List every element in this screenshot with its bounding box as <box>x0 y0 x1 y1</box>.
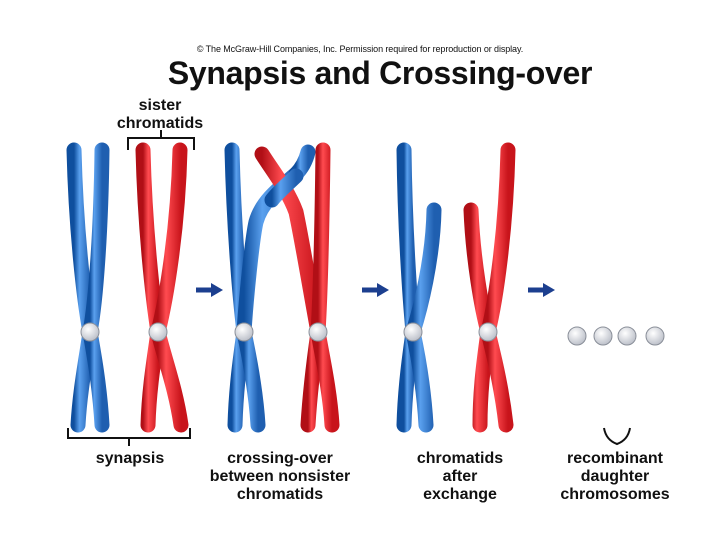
chromatid-blue-1b <box>82 142 110 433</box>
caption-recombinant-line3: chromosomes <box>560 486 670 503</box>
caption-after-line3: exchange <box>423 486 497 503</box>
caption-after-exchange: chromatids after exchange <box>390 450 530 504</box>
synapsis-bracket <box>67 428 191 446</box>
stage-recombinant <box>567 142 665 433</box>
centromere <box>403 322 423 342</box>
chromatid-red-1b <box>150 142 189 433</box>
arrow-right-icon <box>362 283 389 297</box>
daughter-chromosome-recombinant-1 <box>593 142 613 433</box>
red-chromosome-1 <box>135 142 189 433</box>
caption-crossing-line3: chromatids <box>236 486 324 503</box>
chromatid-red-3b <box>480 142 516 433</box>
blue-chromosome-3 <box>396 142 442 433</box>
crossover-overlap <box>264 168 304 208</box>
sister-chromatids-bracket <box>127 130 195 150</box>
sister-chromatids-label: sister chromatids <box>100 97 220 133</box>
caption-synapsis-line1: synapsis <box>95 450 165 467</box>
arrow-right-icon <box>196 283 223 297</box>
chromatid-blue-3b <box>405 202 442 433</box>
caption-synapsis: synapsis <box>70 450 190 468</box>
centromere <box>148 322 168 342</box>
red-chromosome-3 <box>462 142 516 433</box>
centromere <box>478 322 498 342</box>
stage-synapsis <box>66 142 189 433</box>
centromere <box>593 326 613 346</box>
caption-crossing-over: crossing-over between nonsister chromati… <box>200 450 360 504</box>
chromatid-blue-1a <box>66 142 98 433</box>
chromatid-red-1a <box>135 142 166 433</box>
stage-after-exchange <box>396 142 516 433</box>
chromatid-blue-2b-lower-arm <box>236 324 266 433</box>
centromere <box>80 322 100 342</box>
sister-label-line1: sister <box>138 97 182 114</box>
recombinant-bracket <box>603 427 631 446</box>
daughter-chromosome-blue <box>567 142 587 433</box>
caption-recombinant-line1: recombinant <box>566 450 663 467</box>
slide-title: Synapsis and Crossing-over <box>167 55 593 91</box>
caption-after-line1: chromatids <box>416 450 504 467</box>
centromere <box>617 326 637 346</box>
caption-crossing-line1: crossing-over <box>227 450 333 467</box>
chromatid-blue-3a <box>396 142 421 433</box>
blue-chromosome-1 <box>66 142 110 433</box>
daughter-chromosome-recombinant-2 <box>617 142 637 433</box>
daughter-chromosome-red <box>645 142 665 433</box>
arrow-right-icon <box>528 283 555 297</box>
caption-after-line2: after <box>442 468 478 485</box>
chromatid-red-2b <box>310 142 340 433</box>
caption-recombinant: recombinant daughter chromosomes <box>545 450 685 504</box>
stage-crossing-over <box>224 142 340 433</box>
caption-recombinant-line2: daughter <box>580 468 650 485</box>
copyright-notice: © The McGraw-Hill Companies, Inc. Permis… <box>196 44 524 54</box>
caption-crossing-line2: between nonsister <box>209 468 351 485</box>
centromere <box>234 322 254 342</box>
centromere <box>645 326 665 346</box>
centromere <box>567 326 587 346</box>
sister-label-line2: chromatids <box>116 115 204 132</box>
centromere <box>308 322 328 342</box>
red-chromosome-2 <box>254 142 340 433</box>
